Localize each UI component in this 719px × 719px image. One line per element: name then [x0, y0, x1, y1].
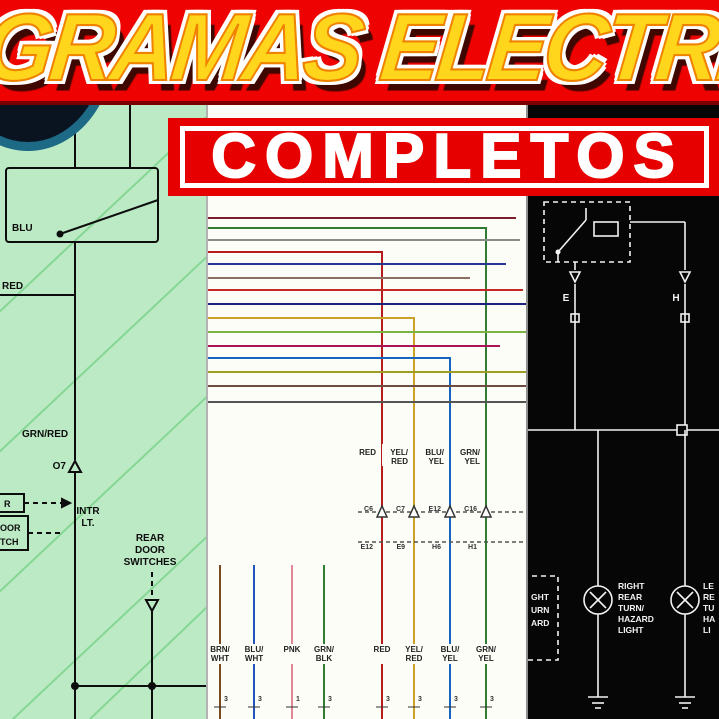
left-lamp-label-line4: HA	[703, 614, 715, 624]
right-lamp-label-line2: REAR	[618, 592, 642, 602]
connector-label-h6: H6	[432, 544, 441, 551]
wire-label-grn-red: GRN/RED	[22, 429, 68, 440]
pin-number-5: 3	[386, 696, 390, 703]
bot-wire-label-grnblk-1: GRN/	[314, 645, 335, 654]
left-lamp-label-line3: TU	[703, 603, 714, 613]
top-wire-label-grnyel-1: GRN/	[460, 448, 481, 457]
connector-label-o7: O7	[53, 461, 67, 472]
black-wires	[0, 104, 206, 719]
edge-box-label-line2: OOR	[0, 523, 21, 533]
left-lamp-label-line2: RE	[703, 592, 715, 602]
rear-door-label-line3: SWITCHES	[124, 557, 177, 568]
bot-wire-label-grnyel-2: YEL	[478, 654, 494, 663]
relay-pivot-dot	[555, 249, 561, 255]
connector-dashed-lines	[358, 511, 526, 543]
top-wire-label-grnyel-2: YEL	[464, 457, 480, 466]
edge-box-label-line3: ARD	[531, 618, 549, 628]
bot-wire-label-yelred-1: YEL/	[405, 645, 424, 654]
pin-number-3: 1	[296, 696, 300, 703]
bot-wire-label-grnyel-1: GRN/	[476, 645, 497, 654]
intr-label-line2: LT.	[81, 518, 94, 529]
intr-label-line1: INTR	[76, 506, 100, 517]
bot-wire-label-bluwht-2: WHT	[245, 654, 263, 663]
connector-label-e12b: E12	[361, 544, 374, 551]
top-wire-label-red-1: RED	[359, 448, 376, 457]
subtitle-banner: COMPLETOS	[168, 118, 719, 196]
black-wiring-diagram: E H RIGHT REAR TURN/ HAZARD LIGHT LE RE …	[528, 201, 719, 709]
top-wire-label-yelred-1: YEL/	[390, 448, 409, 457]
edge-box-label-line1: GHT	[531, 592, 550, 602]
bot-wire-label-pnk-1: PNK	[284, 645, 301, 654]
top-wire-label-bluyel-1: BLU/	[425, 448, 444, 457]
harness-horizontal-wires	[208, 217, 526, 719]
junction-dots	[56, 230, 156, 690]
connector-label-e12a: E12	[429, 506, 442, 513]
white-wires	[528, 201, 719, 709]
connector-label-c6: C6	[364, 506, 373, 513]
edge-box-label-line2: URN	[531, 605, 549, 615]
bot-wire-label-brnwht-1: BRN/	[210, 645, 230, 654]
subtitle-text: COMPLETOS	[210, 122, 684, 191]
bot-wire-label-yelred-2: RED	[406, 654, 423, 663]
pin-number-8: 3	[490, 696, 494, 703]
connector-label-c16: C16	[464, 506, 477, 513]
bot-wire-label-brnwht-2: WHT	[211, 654, 229, 663]
title-banner: GRAMAS ELECTRIC	[0, 0, 719, 105]
left-lamp-label-line5: LI	[703, 625, 711, 635]
connector-label-c7: C7	[396, 506, 405, 513]
bot-wire-label-bluyel-1: BLU/	[441, 645, 460, 654]
pin-number-2: 3	[258, 696, 262, 703]
bot-wire-label-red-1: RED	[374, 645, 391, 654]
pin-label-e: E	[563, 293, 570, 304]
pin-number-6: 3	[418, 696, 422, 703]
bot-wire-label-bluwht-1: BLU/	[245, 645, 264, 654]
right-lamp-label-line1: RIGHT	[618, 581, 645, 591]
top-wire-label-yelred-2: RED	[391, 457, 408, 466]
subtitle-frame: COMPLETOS	[180, 122, 709, 191]
top-wire-label-bluyel-2: YEL	[428, 457, 444, 466]
wire-label-blu: BLU	[12, 223, 33, 234]
right-lamp-label-line5: LIGHT	[618, 625, 644, 635]
edge-box-label-line3: TCH	[0, 537, 19, 547]
rear-door-label-line2: DOOR	[135, 545, 166, 556]
label-backgrounds	[208, 444, 501, 664]
left-lamp-label-line1: LE	[703, 581, 714, 591]
connector-arrows	[375, 504, 493, 518]
edge-box-label-line1: R	[4, 499, 11, 509]
connector-label-h1: H1	[468, 544, 477, 551]
green-wiring-diagram: BLU RED GRN/RED O7 INTR LT. REAR DOOR SW…	[0, 104, 206, 719]
connector-label-e9: E9	[396, 544, 405, 551]
right-lamp-label-line4: HAZARD	[618, 614, 654, 624]
black-wiring-panel: E H RIGHT REAR TURN/ HAZARD LIGHT LE RE …	[528, 0, 719, 719]
wire-label-red: RED	[2, 281, 23, 292]
right-lamp-label-line3: TURN/	[618, 603, 645, 613]
pin-label-h: H	[672, 293, 679, 304]
pin-number-1: 3	[224, 696, 228, 703]
pin-number-7: 3	[454, 696, 458, 703]
pin-number-4: 3	[328, 696, 332, 703]
main-title: GRAMAS ELECTRIC	[0, 0, 719, 101]
bottom-left-wires	[219, 565, 325, 719]
rear-door-label-line1: REAR	[136, 533, 165, 544]
bot-wire-label-bluyel-2: YEL	[442, 654, 458, 663]
white-wiring-panel: RED YEL/ RED BLU/ YEL GRN/ YEL C6 C7 E12…	[206, 0, 528, 719]
bot-wire-label-grnblk-2: BLK	[316, 654, 333, 663]
dashed-wires	[24, 502, 153, 598]
harness-wiring-diagram: RED YEL/ RED BLU/ YEL GRN/ YEL C6 C7 E12…	[208, 217, 526, 719]
